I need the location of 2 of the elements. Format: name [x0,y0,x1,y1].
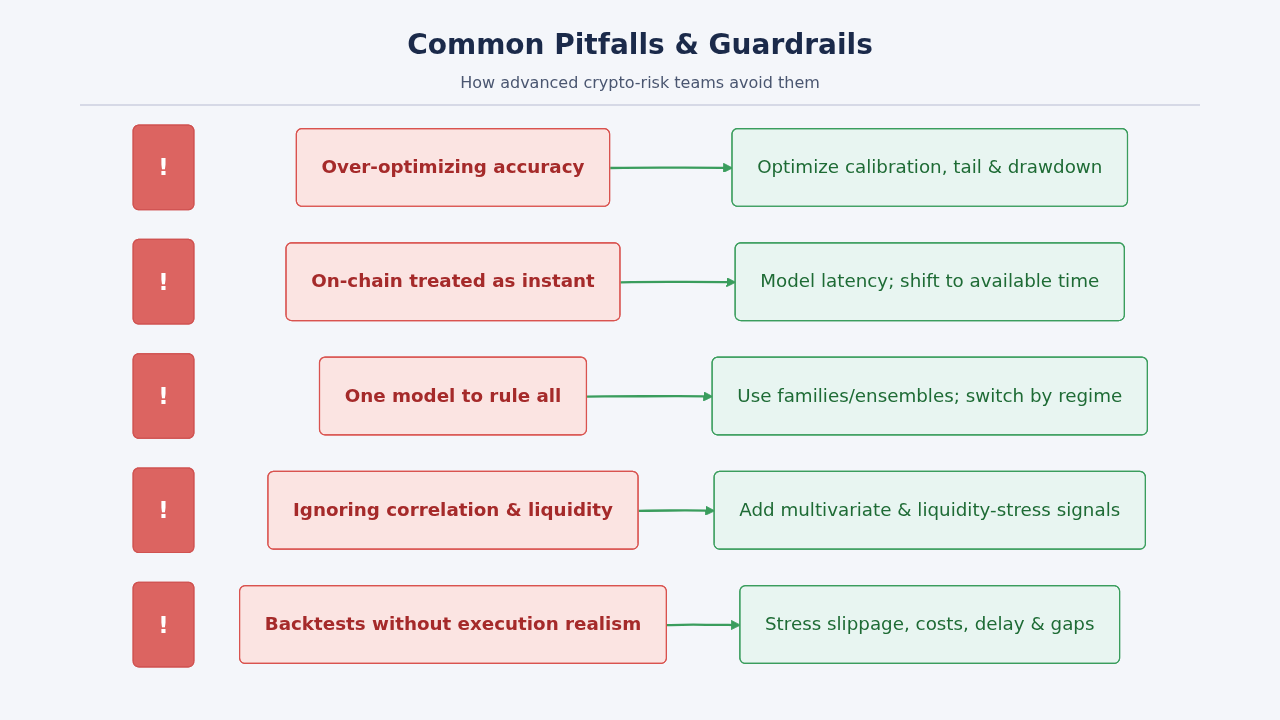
title: Common Pitfalls & Guardrails [407,28,873,61]
subtitle: How advanced crypto-risk teams avoid them [460,73,820,92]
